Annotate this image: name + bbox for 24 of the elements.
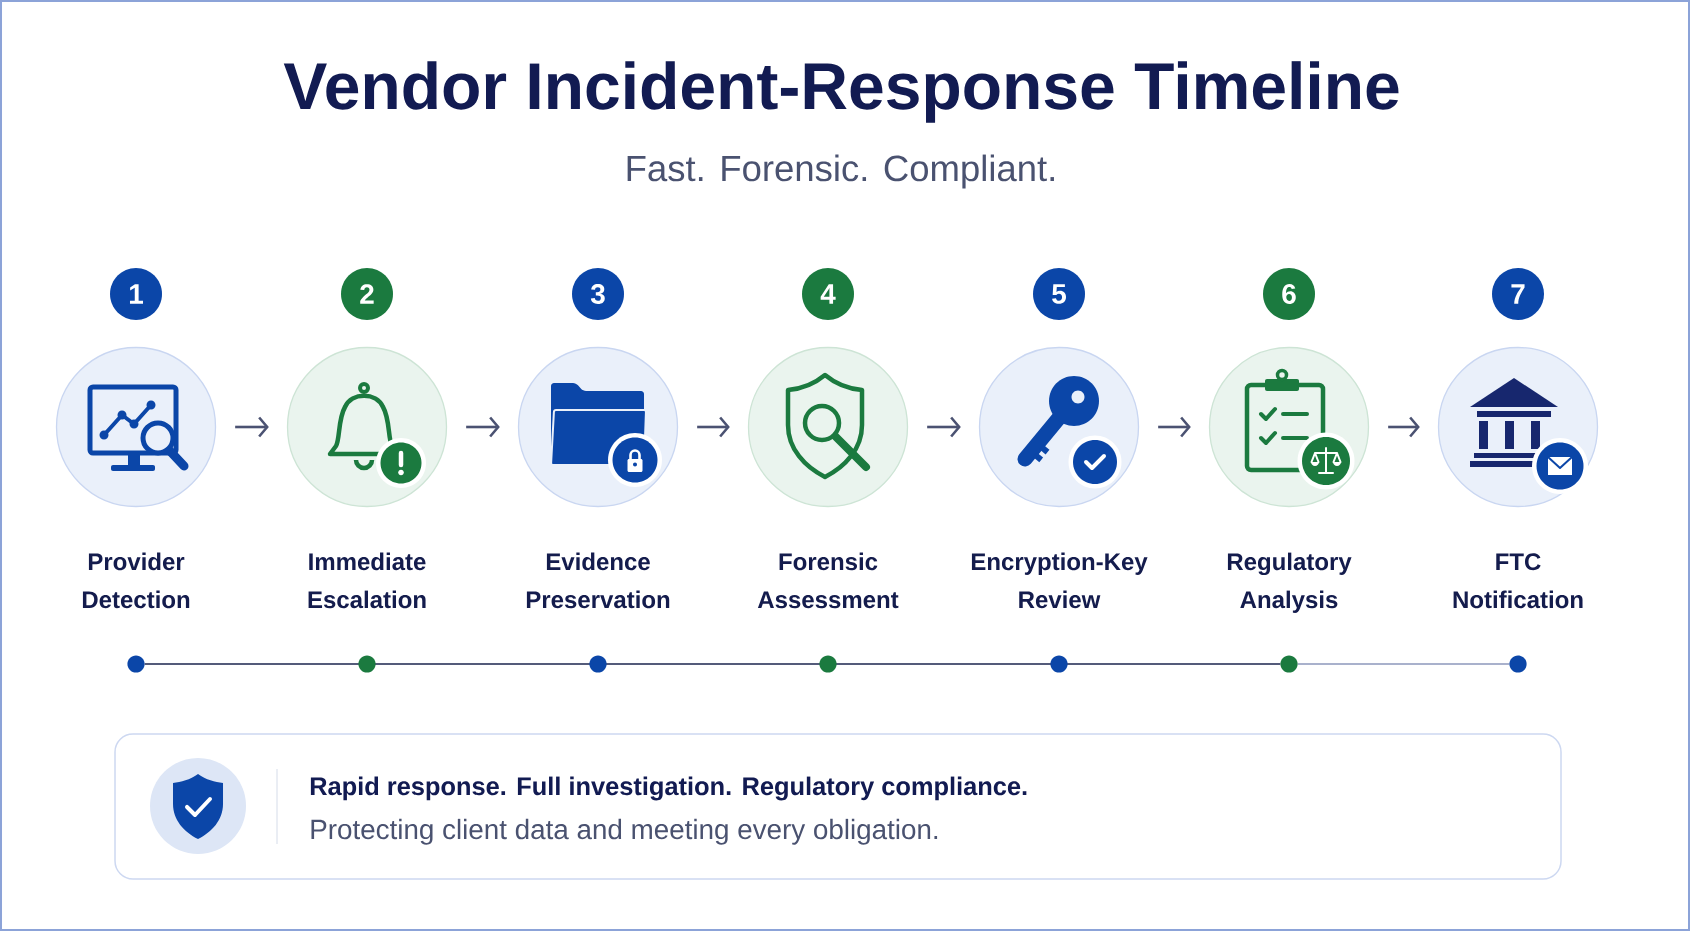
title: Vendor Incident-Response Timeline [283,61,1399,123]
number-badge: 3 [572,268,624,320]
arrow [1388,416,1420,438]
number-badge: 2 [341,268,393,320]
number-badge: 1 [110,268,162,320]
summary-heading: Rapid response. Full investigation. Regulatory compliance. [310,776,1027,801]
step-label: FTC Notification [1453,553,1583,609]
step-label: Regulatory Analysis [1227,552,1352,613]
step-label: Provider Detection [82,552,190,609]
number-badge: 4 [802,268,854,320]
step-label: Immediate Escalation [308,552,426,609]
number-badge: 6 [1263,268,1315,320]
number-badge: 5 [1033,268,1085,320]
arrow [697,416,730,438]
step-label: Evidence Preservation [526,552,670,609]
arrow [1158,416,1191,438]
subtitle: Fast. Forensic. Compliant. [627,154,1054,189]
summary-text: Protecting client data and meeting every obligation. [311,818,938,845]
step-label: Encryption-Key Review [971,552,1148,609]
arrow [927,416,961,438]
arrow [235,416,269,438]
arrow [466,416,500,438]
number-badge: 7 [1492,268,1544,320]
step-label: Forensic Assessment [757,552,899,609]
